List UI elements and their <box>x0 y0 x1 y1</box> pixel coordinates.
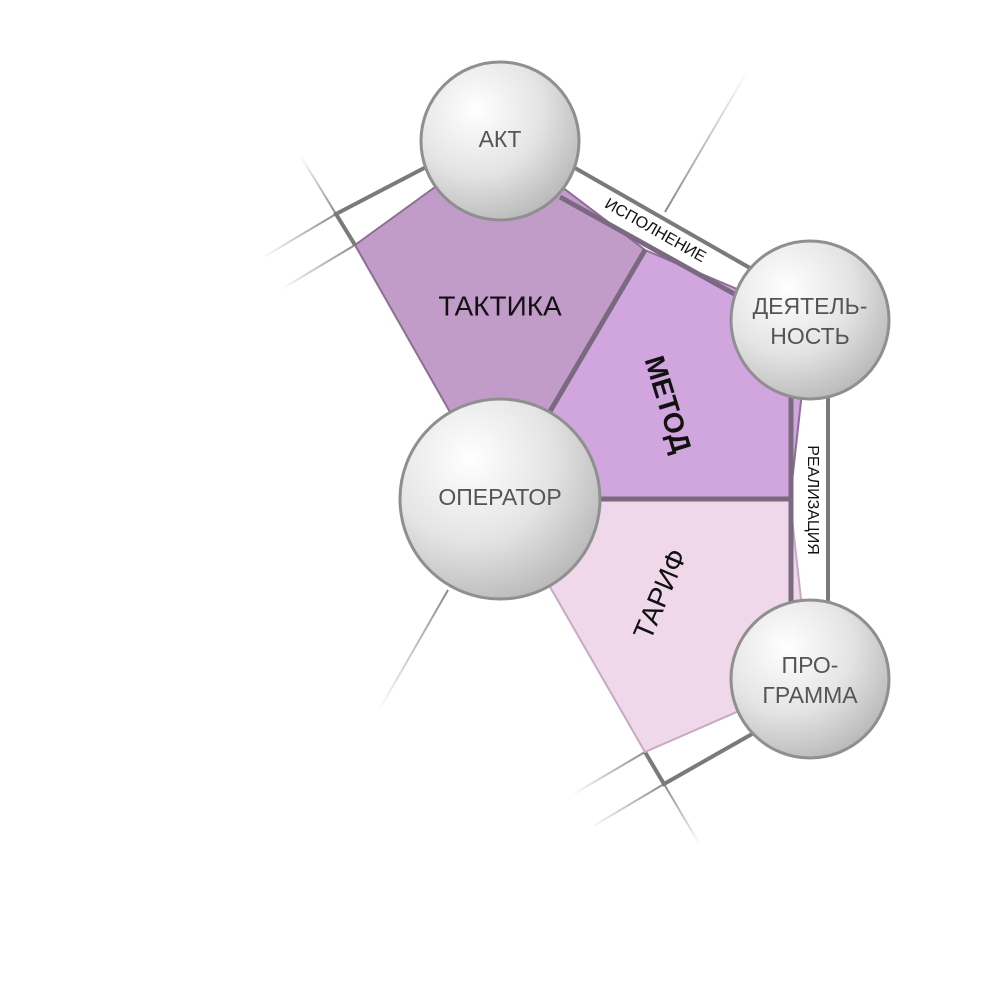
guide-line-bottom-b <box>589 783 665 829</box>
guide-line-bottom-c <box>663 783 701 846</box>
node-deyatelnost: ДЕЯТЕЛЬ- НОСТЬ <box>729 239 891 401</box>
region-dividers <box>542 194 794 605</box>
node-akt: АКТ <box>419 60 581 222</box>
node-operator: ОПЕРАТОР <box>398 397 602 601</box>
guide-line-lower-left <box>377 589 449 713</box>
guide-line-top-left-a <box>299 154 337 215</box>
guide-line-top-left-c <box>279 244 356 291</box>
band-ispolnenie-outer <box>574 166 751 270</box>
node-operator-circle <box>398 397 602 601</box>
guide-lines <box>255 69 995 846</box>
node-deyatelnost-circle <box>729 239 891 401</box>
node-programma-label-line2: ГРАММА <box>762 682 858 708</box>
guide-line-bottom-a <box>571 751 646 796</box>
node-deyatelnost-label-line2: НОСТЬ <box>770 323 850 349</box>
guide-line-upper-right <box>664 69 749 213</box>
node-deyatelnost-label-line1: ДЕЯТЕЛЬ- <box>753 293 868 319</box>
node-akt-circle <box>419 60 581 222</box>
node-programma: ПРО- ГРАММА <box>729 598 891 760</box>
guide-line-top-left-b <box>261 213 337 259</box>
node-programma-circle <box>729 598 891 760</box>
band-outlines <box>333 163 830 787</box>
band-top-left <box>333 163 431 247</box>
band-ispolnenie-inner <box>558 194 740 299</box>
node-akt-label: АКТ <box>479 126 522 152</box>
band-bottom <box>643 732 753 787</box>
region-label-taktika: ТАКТИКА <box>438 290 562 321</box>
edge-label-realizatsiya: РЕАЛИЗАЦИЯ <box>804 445 821 555</box>
node-operator-label: ОПЕРАТОР <box>438 484 561 510</box>
divider-taktika-metod <box>542 248 648 422</box>
node-programma-label-line1: ПРО- <box>782 652 839 678</box>
